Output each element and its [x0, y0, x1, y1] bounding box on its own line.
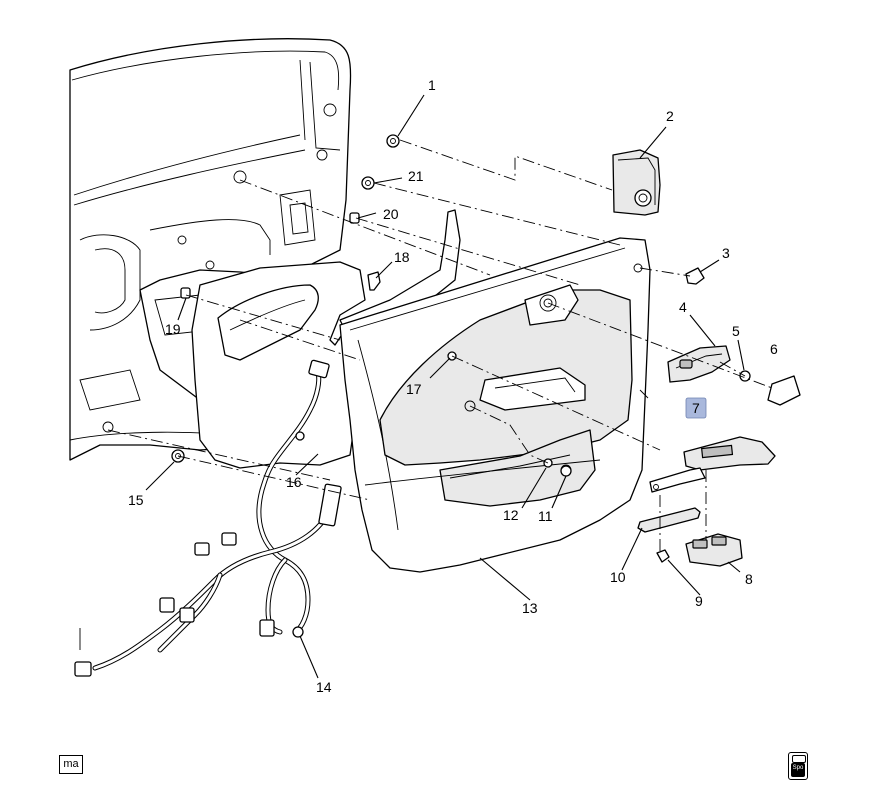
leader-lines	[145, 94, 745, 679]
door-trim-panel	[339, 237, 651, 573]
wiring-harness	[74, 359, 342, 677]
inside-handle	[667, 345, 731, 383]
callout-2: 2	[666, 108, 674, 124]
callout-11: 11	[538, 508, 553, 524]
assembly-lines	[107, 139, 773, 552]
window-switch	[685, 533, 743, 567]
switch-plate	[637, 507, 701, 533]
callout-13: 13	[522, 600, 538, 616]
callout-7-highlight	[685, 397, 707, 419]
water-deflector	[191, 209, 461, 469]
callout-10: 10	[610, 569, 626, 585]
callout-1: 1	[428, 77, 436, 93]
callout-6: 6	[770, 341, 778, 357]
handle-cover	[767, 375, 801, 406]
callout-14: 14	[316, 679, 332, 695]
mirror-trim-cover	[612, 149, 661, 216]
ma-badge: ma	[59, 755, 83, 774]
callout-21: 21	[408, 168, 424, 184]
callout-8: 8	[745, 571, 753, 587]
callout-3: 3	[722, 245, 730, 261]
callout-15: 15	[128, 492, 144, 508]
callout-9: 9	[695, 593, 703, 609]
callout-7: 7	[692, 400, 700, 416]
callout-16: 16	[286, 474, 302, 490]
callout-17: 17	[406, 381, 422, 397]
callouts: 1 2 3 4 5 6 7 8 9 10 11 12 13 14 15 16 1…	[128, 77, 778, 695]
callout-18: 18	[394, 249, 410, 265]
callout-19: 19	[165, 321, 181, 337]
callout-5: 5	[732, 323, 740, 339]
window-switch-bezel	[649, 436, 776, 493]
spo-icon: Spo	[788, 752, 808, 780]
callout-12: 12	[503, 507, 519, 523]
callout-4: 4	[679, 299, 687, 315]
callout-20: 20	[383, 206, 399, 222]
